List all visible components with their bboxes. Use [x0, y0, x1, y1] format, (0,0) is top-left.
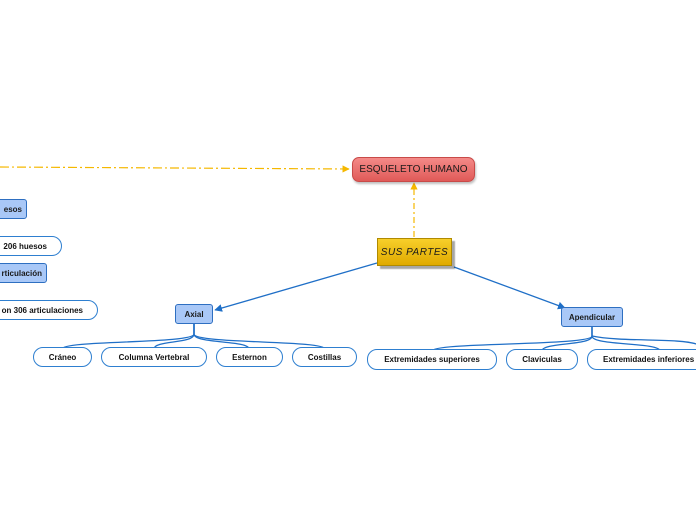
link-parts-to-axial: [214, 262, 378, 312]
link-apendicular-to-offscreen: [591, 335, 696, 345]
axial-label: Axial: [184, 309, 204, 319]
costillas-node[interactable]: Costillas: [292, 347, 357, 367]
articulaciones-count-label: on 306 articulaciones: [1, 305, 83, 315]
link-parts-to-apendicular: [453, 266, 566, 310]
extremidades-superiores-node[interactable]: Extremidades superiores: [367, 349, 497, 370]
root-node[interactable]: ESQUELETO HUMANO: [352, 157, 475, 182]
sus-partes-label: SUS PARTES: [380, 246, 449, 258]
sus-partes-node[interactable]: SUS PARTES: [377, 238, 452, 266]
esternon-label: Esternon: [232, 352, 267, 362]
columna-vertebral-label: Columna Vertebral: [118, 352, 190, 362]
articulacion-node[interactable]: rticulación: [0, 263, 47, 283]
huesos-label: esos: [3, 204, 22, 214]
articulacion-label: rticulación: [1, 268, 42, 278]
huesos-node[interactable]: esos: [0, 199, 27, 219]
craneo-label: Cráneo: [48, 352, 77, 362]
link-axial-to-craneo: [61, 324, 195, 350]
costillas-label: Costillas: [307, 352, 342, 362]
columna-vertebral-node[interactable]: Columna Vertebral: [101, 347, 207, 367]
extremidades-superiores-label: Extremidades superiores: [384, 355, 480, 364]
extremidades-inferiores-label: Extremidades inferiores: [603, 355, 695, 364]
apendicular-node[interactable]: Apendicular: [561, 307, 623, 327]
huesos-count-label: 206 huesos: [3, 241, 47, 251]
esternon-node[interactable]: Esternon: [216, 347, 283, 367]
apendicular-label: Apendicular: [568, 312, 616, 322]
root-node-label: ESQUELETO HUMANO: [359, 164, 468, 175]
link-apendicular-to-ext-sup: [431, 327, 593, 352]
huesos-count-node[interactable]: 206 huesos: [0, 236, 62, 256]
articulaciones-count-node[interactable]: on 306 articulaciones: [0, 300, 98, 320]
link-axial-to-columna: [153, 324, 195, 350]
dashed-link-left-to-root: [0, 165, 350, 173]
extremidades-inferiores-node[interactable]: Extremidades inferiores: [587, 349, 696, 370]
craneo-node[interactable]: Cráneo: [33, 347, 92, 367]
link-axial-to-esternon: [193, 324, 250, 350]
claviculas-node[interactable]: Claviculas: [506, 349, 578, 370]
link-axial-to-costillas: [193, 324, 326, 350]
axial-node[interactable]: Axial: [175, 304, 213, 324]
claviculas-label: Claviculas: [522, 355, 562, 364]
